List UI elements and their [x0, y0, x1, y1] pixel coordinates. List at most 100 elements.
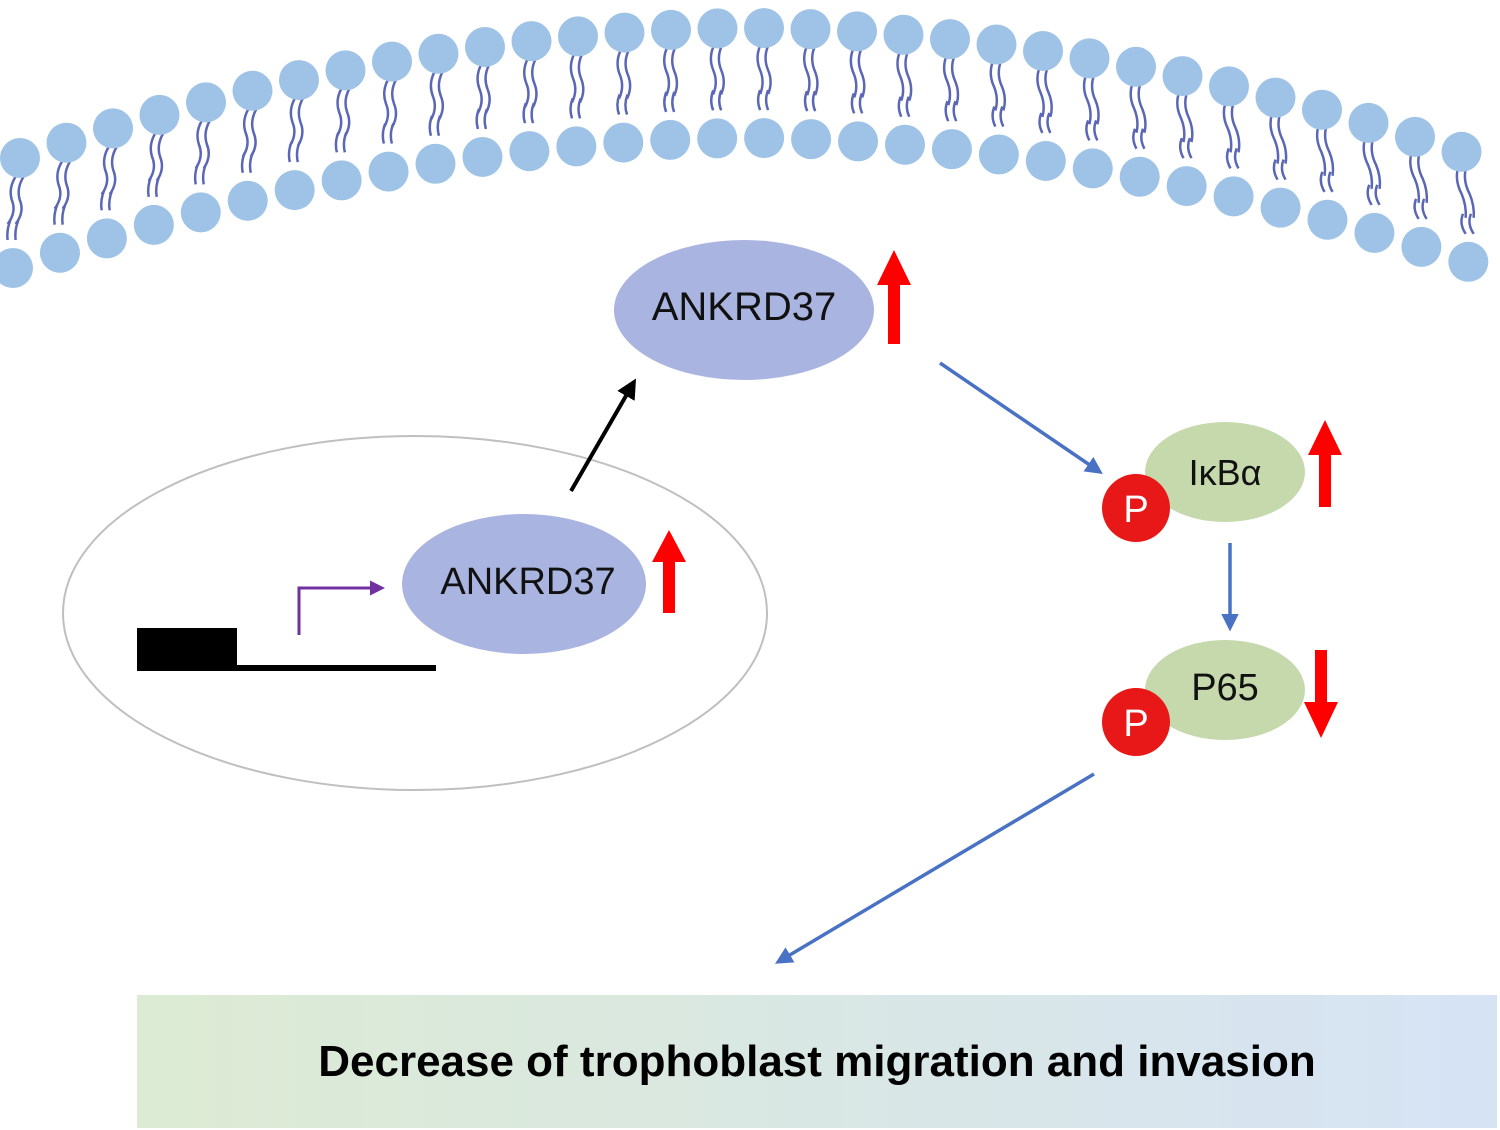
gene-promoter-icon: [137, 628, 436, 671]
cytoplasmic-ankrd37-node: ANKRD37: [614, 240, 874, 380]
lipid-head-outer: [790, 9, 831, 50]
lipid-tail: [201, 119, 212, 185]
lipid-tail: [334, 87, 343, 153]
lipid-tail: [240, 108, 250, 173]
lipid-head-outer: [232, 70, 273, 111]
lipid-tail: [1090, 75, 1100, 141]
lipid-tail: [1044, 68, 1053, 134]
lipid-tail: [904, 52, 913, 118]
lipid-tail: [1269, 115, 1280, 181]
lipid-tail: [857, 48, 866, 114]
lipid-head-inner: [744, 118, 785, 159]
lipid-head-inner: [0, 248, 33, 288]
lipid-tail: [670, 47, 679, 113]
lipid-tail: [1455, 169, 1468, 235]
ikba-up-arrow-icon: [1308, 420, 1342, 507]
nucleus-outline: [62, 435, 768, 791]
lipid-head-outer: [1255, 77, 1296, 118]
nuclear-ankrd37-label: ANKRD37: [440, 561, 615, 603]
lipid-tail: [1230, 104, 1241, 170]
lipid-tail: [248, 108, 258, 173]
ikba-label: IκBα: [1189, 452, 1262, 493]
lipid-head-outer: [372, 41, 412, 82]
lipid-head-inner: [1119, 156, 1160, 197]
lipid-head-inner: [1213, 176, 1254, 217]
export-arrow: [569, 378, 637, 493]
lipid-head-inner: [415, 143, 456, 184]
lipid-tail: [756, 45, 764, 111]
lipid-head-outer: [418, 33, 459, 74]
p65-label: P65: [1191, 667, 1259, 709]
ikba-node: IκBα: [1145, 422, 1305, 522]
p65-to-outcome-arrow: [774, 772, 1095, 964]
ikba-phospho-badge: P: [1102, 474, 1170, 542]
lipid-head-outer: [1395, 116, 1435, 157]
lipid-head-outer: [1023, 30, 1063, 71]
cytoplasmic-ankrd37-label: ANKRD37: [652, 285, 837, 329]
lipid-tail: [14, 175, 26, 241]
lipid-head-outer: [1116, 46, 1156, 87]
outcome-label: Decrease of trophoblast migration and in…: [318, 1036, 1316, 1086]
lipid-tail: [1409, 154, 1421, 220]
lipid-head-inner: [321, 160, 362, 201]
lipid-tail: [475, 64, 483, 130]
ikba-phospho-label: P: [1123, 489, 1148, 531]
lipid-head-inner: [274, 170, 315, 211]
lipid-tail: [1036, 68, 1045, 134]
lipid-tail: [107, 145, 119, 211]
lipid-tail: [428, 71, 437, 137]
lipid-head-inner: [931, 129, 972, 170]
nuclear-ankrd37-node: ANKRD37: [402, 514, 646, 654]
lipid-tail: [624, 50, 632, 115]
lipid-head-inner: [884, 124, 925, 165]
lipid-tail: [436, 71, 445, 137]
p65-node: P65: [1145, 640, 1305, 740]
lipid-tail: [802, 46, 811, 112]
cytoplasmic-ankrd37-up-arrow-icon: [877, 250, 911, 344]
outcome-box: Decrease of trophoblast migration and in…: [137, 995, 1497, 1128]
lipid-head-inner: [133, 204, 174, 245]
lipid-tail: [1417, 154, 1429, 220]
lipid-tail: [810, 46, 819, 112]
lipid-head-inner: [791, 119, 832, 160]
lipid-tail: [1184, 93, 1194, 159]
lipid-head-outer: [325, 50, 366, 91]
lipid-head-outer: [1209, 66, 1249, 107]
lipid-head-inner: [838, 121, 879, 162]
cell-membrane-bilayer: [0, 8, 1489, 288]
lipid-tail: [6, 175, 18, 241]
lipid-head-outer: [604, 12, 645, 53]
lipid-tail: [577, 53, 585, 119]
p65-down-arrow-icon: [1304, 650, 1338, 738]
lipid-head-outer: [651, 9, 691, 50]
lipid-head-outer: [837, 11, 877, 52]
ankrd37-to-ikba-arrow: [939, 361, 1103, 474]
lipid-head-outer: [186, 82, 226, 123]
lipid-head-outer: [279, 60, 319, 101]
lipid-tail: [530, 58, 538, 124]
lipid-tail: [99, 145, 111, 211]
lipid-tail: [764, 45, 772, 111]
lipid-tail: [849, 48, 858, 114]
lipid-head-outer: [1069, 38, 1110, 79]
lipid-tail: [989, 62, 999, 128]
lipid-tail: [1176, 93, 1186, 159]
lipid-head-inner: [556, 126, 597, 167]
lipid-head-outer: [883, 14, 924, 55]
lipid-tail: [1362, 140, 1374, 206]
lipid-head-outer: [976, 24, 1017, 65]
lipid-tail: [616, 50, 624, 115]
lipid-head-outer: [1302, 89, 1342, 130]
lipid-head-inner: [1260, 187, 1301, 228]
lipid-tail: [1137, 84, 1147, 150]
lipid-tail: [662, 47, 671, 113]
p65-phospho-badge: P: [1102, 688, 1170, 756]
lipid-tail: [154, 132, 165, 198]
lipid-head-inner: [1072, 148, 1113, 189]
lipid-head-outer: [697, 8, 738, 49]
lipid-head-inner: [1448, 241, 1489, 282]
lipid-tail: [1129, 84, 1139, 150]
lipid-head-outer: [1162, 56, 1203, 97]
lipid-head-inner: [1166, 166, 1207, 207]
